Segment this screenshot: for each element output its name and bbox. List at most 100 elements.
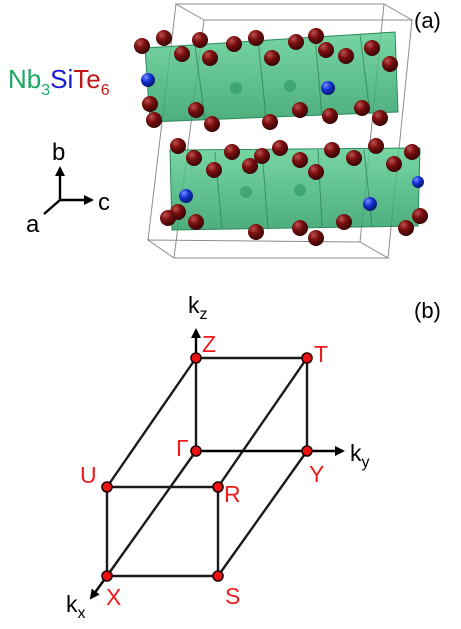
kx-label: kx xyxy=(66,591,86,622)
te-atom xyxy=(188,214,204,230)
te-atom xyxy=(186,150,202,166)
te-atom xyxy=(318,42,334,58)
panel-a: (a) Nb3SiTe6 b c a xyxy=(8,3,441,259)
te-atom xyxy=(206,162,222,178)
kpoint-Gamma xyxy=(190,445,202,457)
lower-facet-3 xyxy=(317,149,323,227)
nb-atom xyxy=(284,80,296,92)
c-axis-label: c xyxy=(98,189,110,216)
formula-si: Si xyxy=(50,64,73,94)
kpoint-Z xyxy=(190,352,202,364)
te-atom xyxy=(354,100,370,116)
te-atom xyxy=(134,38,150,54)
te-atom xyxy=(170,138,186,154)
te-atom xyxy=(248,30,264,46)
te-atom xyxy=(346,150,362,166)
kpoint-S xyxy=(212,570,224,582)
a-axis-label: a xyxy=(26,211,40,238)
edge-Gamma-X xyxy=(106,450,197,577)
formula-nb-subscript: 3 xyxy=(41,82,50,99)
nb-atom xyxy=(294,184,306,196)
cell-bottom-face xyxy=(146,239,390,259)
te-atom xyxy=(338,48,354,64)
te-atoms-lower xyxy=(160,138,428,246)
te-atom xyxy=(226,36,242,52)
te-atom xyxy=(386,156,402,172)
crystal-axes: b c a xyxy=(26,139,110,238)
edge-Z-U xyxy=(106,357,197,488)
te-atom xyxy=(202,50,218,66)
te-atom xyxy=(308,164,324,180)
te-atom xyxy=(398,220,414,236)
te-atom xyxy=(188,102,204,118)
upper-facet-2 xyxy=(257,39,267,119)
si-atom xyxy=(179,189,193,203)
upper-facet-3 xyxy=(314,35,323,117)
b-axis-label: b xyxy=(52,139,65,166)
si-atom xyxy=(141,73,155,87)
high-symmetry-points xyxy=(101,352,313,582)
te-atom xyxy=(292,102,308,118)
si-atom xyxy=(321,81,335,95)
kz-label: kz xyxy=(188,292,208,323)
label-Z: Z xyxy=(202,331,216,357)
te-atom xyxy=(204,116,220,132)
edge-Y-S xyxy=(217,450,308,577)
cell-top-face xyxy=(174,3,414,21)
label-S: S xyxy=(225,583,240,609)
te-atom xyxy=(368,138,384,154)
te-atom xyxy=(364,40,380,56)
te-atom xyxy=(156,30,172,46)
panel-a-label: (a) xyxy=(414,8,441,33)
te-atom xyxy=(272,140,288,156)
label-U: U xyxy=(80,462,97,488)
te-atom xyxy=(264,50,280,66)
te-atom xyxy=(248,224,264,240)
kpoint-Y xyxy=(301,445,313,457)
label-T: T xyxy=(314,341,328,367)
panel-b: (b) kz ky kx xyxy=(66,292,441,622)
te-atom xyxy=(292,220,308,236)
formula-te-subscript: 6 xyxy=(101,82,110,99)
a-axis-line xyxy=(43,199,61,215)
te-atom xyxy=(336,214,352,230)
te-atom xyxy=(254,148,270,164)
te-atoms-upper xyxy=(134,28,398,132)
kpoint-labels: Z T Γ Y U R X S xyxy=(80,331,328,610)
te-atom xyxy=(382,56,398,72)
te-atom xyxy=(322,108,338,124)
lower-facet-4 xyxy=(363,149,373,227)
kpoint-R xyxy=(212,481,224,493)
te-atom xyxy=(192,32,208,48)
te-atom xyxy=(308,28,324,44)
formula-label: Nb3SiTe6 xyxy=(8,64,110,99)
formula-nb: Nb xyxy=(8,64,41,94)
ky-label: ky xyxy=(350,440,370,471)
label-X: X xyxy=(106,584,121,610)
te-atom xyxy=(288,34,304,50)
nb-atom xyxy=(240,186,252,198)
te-atom xyxy=(146,112,162,128)
si-atoms xyxy=(141,73,424,211)
te-atom xyxy=(324,142,340,158)
upper-facet-4 xyxy=(359,33,371,115)
label-R: R xyxy=(224,481,241,507)
panel-b-label: (b) xyxy=(414,298,441,323)
te-atom xyxy=(174,46,190,62)
si-atom xyxy=(412,176,424,188)
edge-T-R xyxy=(217,357,308,488)
te-atom xyxy=(372,110,388,126)
brillouin-zone-edges xyxy=(105,356,309,578)
te-atom xyxy=(242,158,258,174)
kpoint-T xyxy=(301,352,313,364)
te-atom xyxy=(262,114,278,130)
label-Gamma: Γ xyxy=(176,435,189,461)
kpoint-X xyxy=(101,570,113,582)
kpoint-U xyxy=(101,481,113,493)
te-atom xyxy=(142,96,158,112)
te-atom xyxy=(308,230,324,246)
nb-atom xyxy=(230,82,242,94)
te-atom xyxy=(160,210,176,226)
te-atom xyxy=(224,144,240,160)
